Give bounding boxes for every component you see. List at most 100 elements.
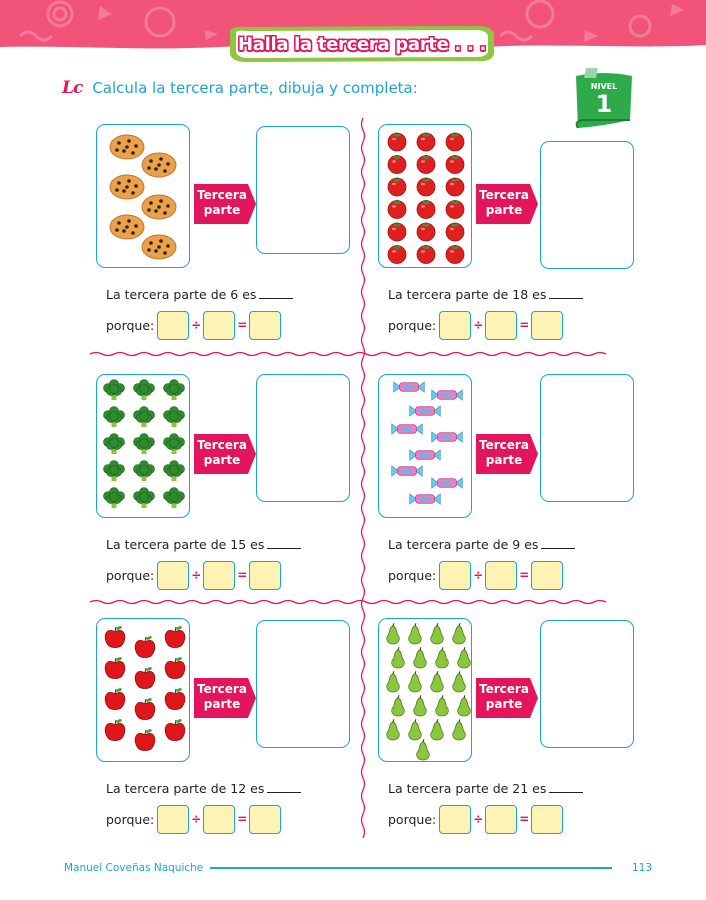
arrow-tag-shape (194, 184, 256, 224)
pear-icon (457, 695, 471, 717)
divide-sign: ÷ (473, 568, 484, 582)
broccoli-icon (103, 406, 125, 427)
cookie-icon (109, 174, 145, 200)
divisor-box[interactable] (203, 560, 236, 590)
apple-icon (134, 729, 156, 751)
statement-text: La tercera parte de 12 es (106, 781, 265, 796)
tag-label-line1: Tercera (479, 438, 529, 452)
pear-icon (430, 671, 444, 693)
divide-sign: ÷ (473, 318, 484, 332)
candy-icon (393, 381, 425, 393)
apple-icon (164, 688, 186, 710)
items-illustration (103, 379, 185, 508)
divisor-box[interactable] (203, 310, 236, 340)
quotient-box[interactable] (531, 804, 564, 834)
quotient-box[interactable] (249, 560, 282, 590)
pear-icon (435, 695, 449, 717)
statement-text: La tercera parte de 18 es (388, 287, 547, 302)
tag-label-line1: Tercera (479, 188, 529, 202)
broccoli-icon (103, 460, 125, 481)
title-banner: Halla la tercera parte . . . (226, 24, 498, 64)
divisor-box[interactable] (485, 560, 518, 590)
tomato-icon (445, 155, 465, 174)
tomato-icon (387, 222, 407, 242)
cookie-icon (141, 194, 177, 220)
arrow-tag-shape (476, 184, 538, 224)
dividend-box[interactable] (157, 804, 190, 834)
tomato-icon (416, 132, 436, 152)
tag-label-line2: parte (485, 697, 523, 711)
divide-sign: ÷ (191, 318, 202, 332)
drawing-answer-box[interactable] (540, 141, 634, 269)
tomato-icon (387, 132, 407, 152)
tag-label-line1: Tercera (479, 682, 529, 696)
drawing-answer-box[interactable] (256, 620, 350, 748)
arrow-tag-shape (476, 434, 538, 474)
porque-row: porque:÷= (106, 560, 282, 590)
broccoli-icon (133, 433, 155, 454)
tag-label-line2: parte (485, 203, 523, 217)
pear-icon (457, 647, 471, 669)
pear-icon (413, 647, 427, 669)
drawing-answer-box[interactable] (256, 126, 350, 254)
dividend-box[interactable] (439, 560, 472, 590)
porque-row: porque:÷= (388, 560, 564, 590)
candy-icon (391, 465, 423, 477)
dividend-box[interactable] (157, 310, 190, 340)
answer-blank[interactable] (259, 288, 294, 299)
apple-icon (164, 719, 186, 741)
quotient-box[interactable] (249, 310, 282, 340)
statement-line: La tercera parte de 18 es (388, 287, 584, 302)
divisor-box[interactable] (485, 804, 518, 834)
broccoli-icon (163, 487, 185, 508)
apple-icon (164, 657, 186, 679)
broccoli-icon (163, 433, 185, 454)
drawing-answer-box[interactable] (540, 374, 634, 502)
tomato-icon (387, 177, 407, 197)
answer-blank[interactable] (549, 782, 584, 793)
quotient-box[interactable] (531, 310, 564, 340)
dividend-box[interactable] (439, 310, 472, 340)
tomato-icon (445, 132, 465, 152)
tomato-icon (445, 245, 465, 264)
statement-line: La tercera parte de 9 es (388, 537, 576, 552)
statement-line: La tercera parte de 21 es (388, 781, 584, 796)
tomato-icon (445, 200, 465, 219)
divisor-box[interactable] (203, 804, 236, 834)
apple-icon (134, 636, 156, 658)
statement-line: La tercera parte de 6 es (106, 287, 294, 302)
drawing-answer-box[interactable] (540, 620, 634, 748)
dividend-box[interactable] (439, 804, 472, 834)
pear-icon (435, 647, 449, 669)
answer-blank[interactable] (267, 538, 302, 549)
porque-row: porque:÷= (388, 310, 564, 340)
statement-text: La tercera parte de 15 es (106, 537, 265, 552)
items-illustration (386, 623, 471, 761)
page-number: 113 (632, 862, 653, 874)
quotient-box[interactable] (531, 560, 564, 590)
drawing-answer-box[interactable] (256, 374, 350, 502)
arrow-tag-shape (194, 434, 256, 474)
arrow-tag-shape (194, 678, 256, 718)
tag-label-line2: parte (203, 453, 241, 467)
candy-icon (431, 477, 463, 489)
tag-label-line1: Tercera (197, 188, 247, 202)
divisor-box[interactable] (485, 310, 518, 340)
answer-blank[interactable] (541, 538, 576, 549)
answer-blank[interactable] (267, 782, 302, 793)
tomato-icon (387, 200, 407, 219)
header-band-pattern (0, 0, 706, 51)
items-illustration (109, 134, 177, 260)
dividend-box[interactable] (157, 560, 190, 590)
pear-icon (452, 719, 466, 741)
porque-label: porque: (388, 317, 437, 333)
answer-blank[interactable] (549, 288, 584, 299)
picture-box (378, 124, 472, 268)
pear-icon (408, 623, 422, 645)
quotient-box[interactable] (249, 804, 282, 834)
